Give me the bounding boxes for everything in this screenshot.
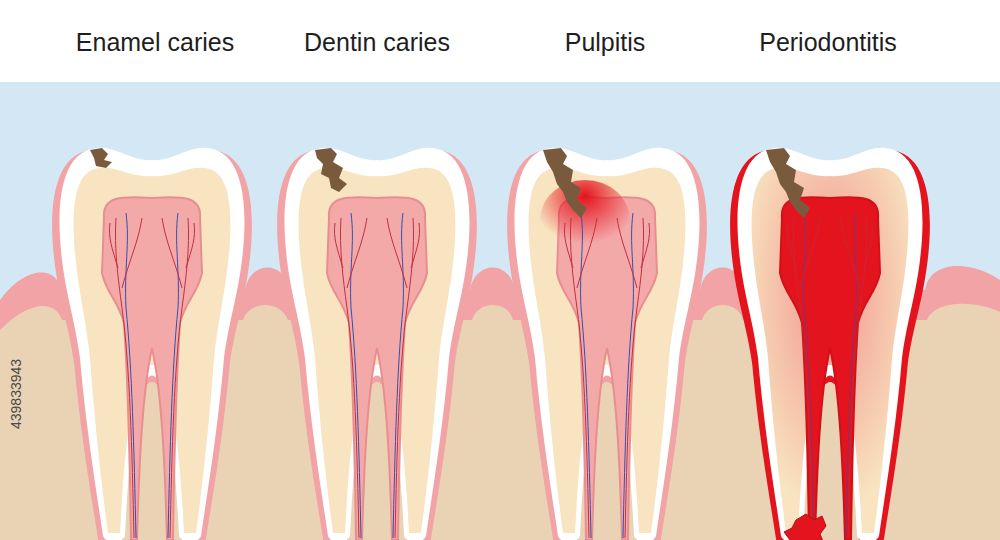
watermark-number: 439833943: [8, 356, 24, 432]
stage-label: Pulpitis: [565, 28, 646, 57]
stage-label: Dentin caries: [304, 28, 450, 57]
stage-label: Enamel caries: [76, 28, 234, 57]
stage-label: Periodontitis: [759, 28, 897, 57]
